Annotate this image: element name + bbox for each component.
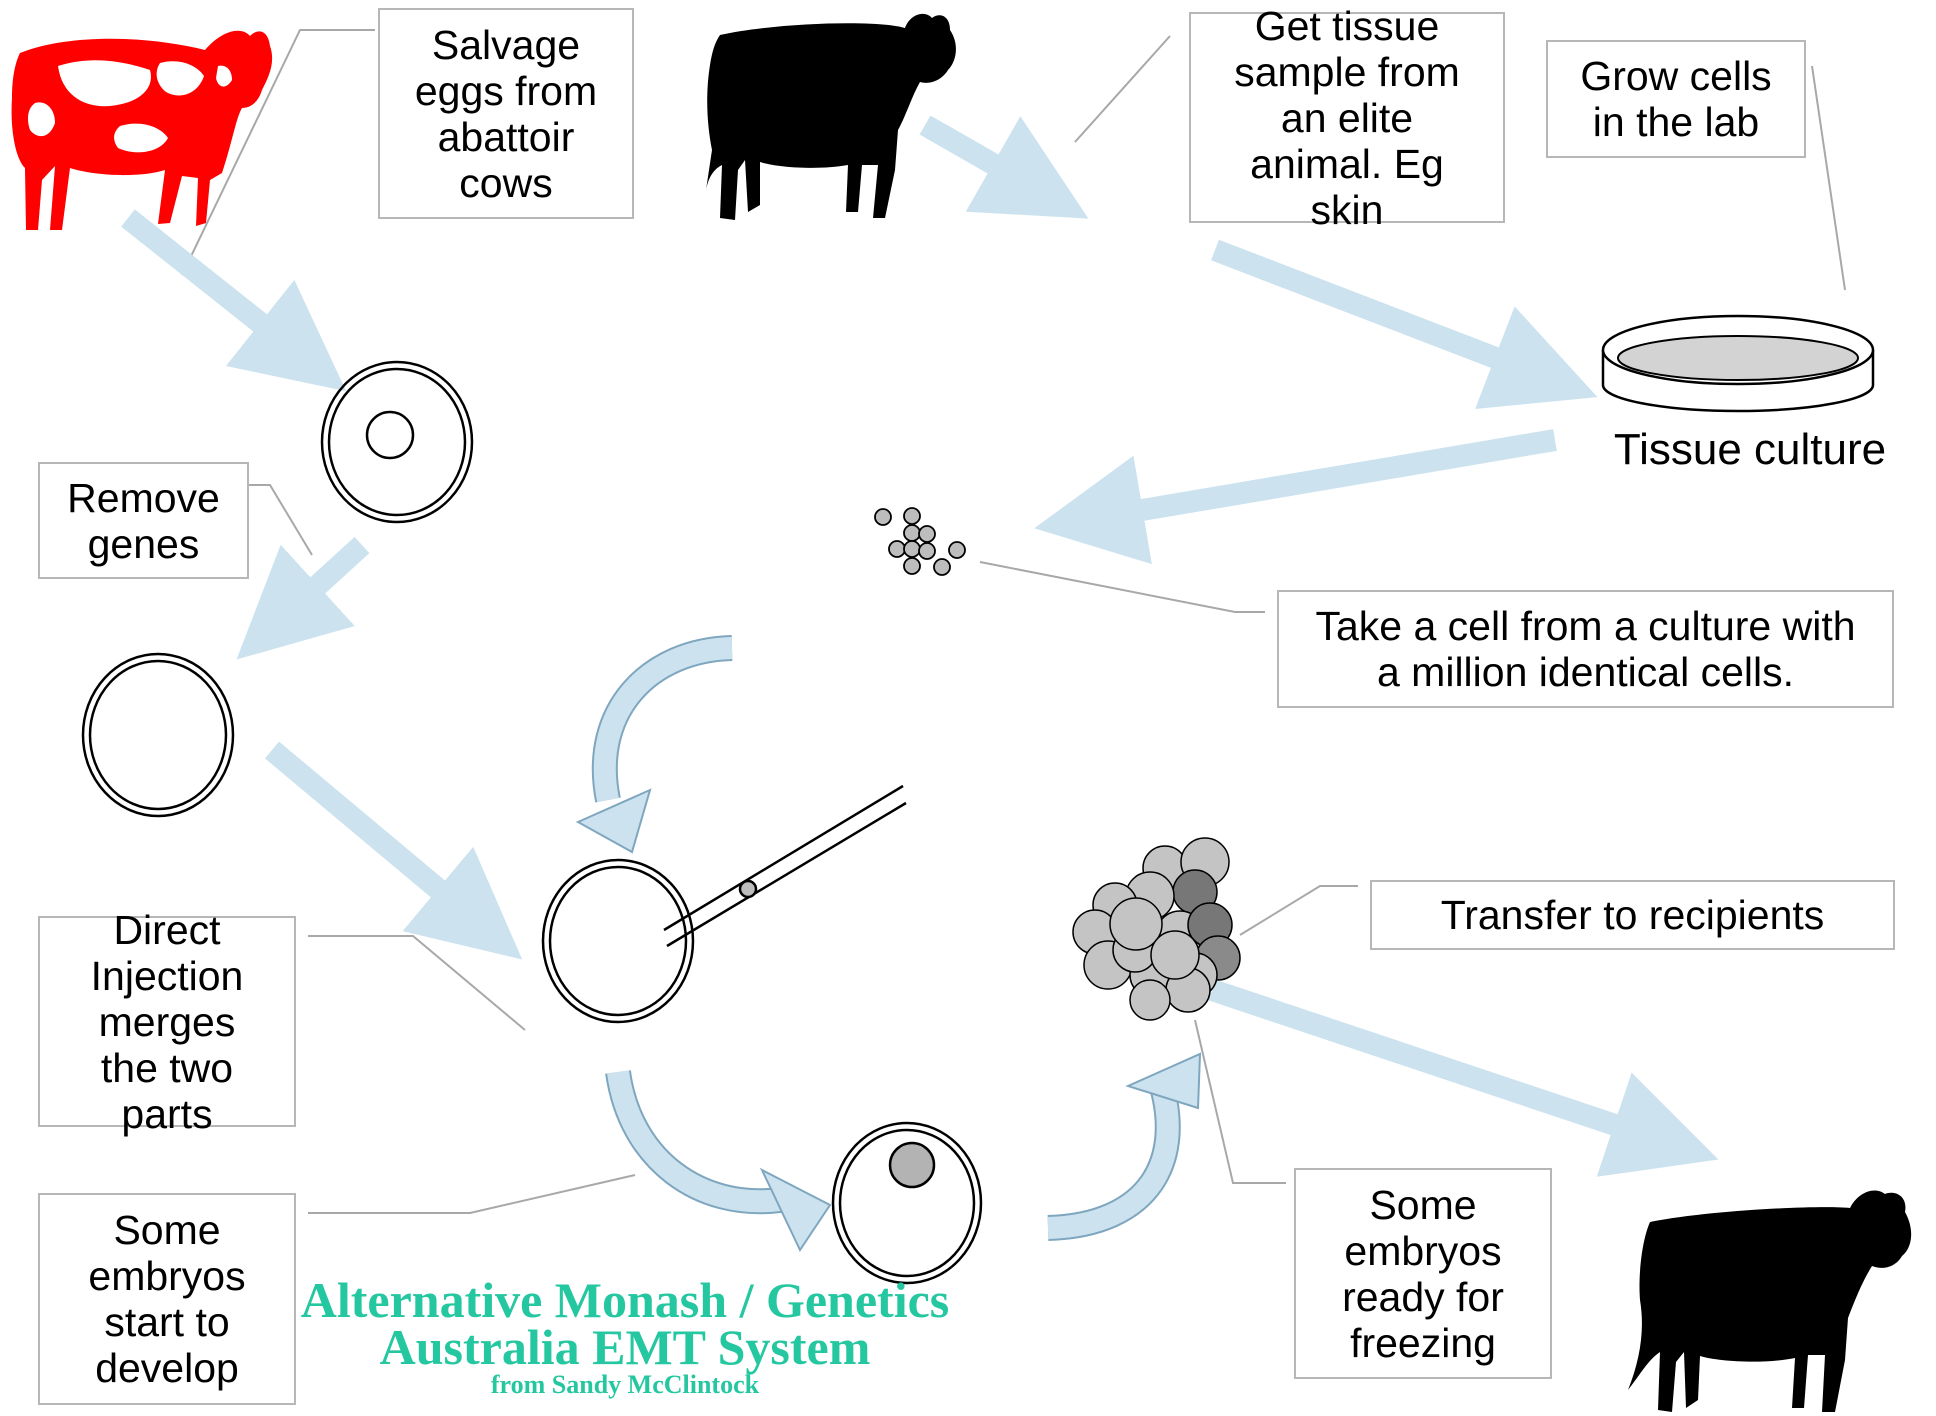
leader-tissue-sample bbox=[1075, 36, 1170, 142]
arrow-enucleated-to-injection bbox=[272, 750, 475, 920]
curved-arrow-injection-to-embryo bbox=[618, 1072, 830, 1250]
curved-arrow-embryo-to-blastocyst bbox=[1048, 1054, 1200, 1228]
micropipette-upper bbox=[664, 786, 903, 930]
leader-grow-cells bbox=[1812, 66, 1845, 290]
cell-cluster-icon bbox=[875, 508, 965, 575]
label-transfer-to-recipients: Transfer to recipients bbox=[1370, 880, 1895, 950]
black-cow-top-icon bbox=[706, 14, 956, 220]
arrow-sample-to-culture bbox=[1215, 250, 1540, 375]
arrow-blackcow-to-sample bbox=[925, 125, 1035, 188]
arrow-redcow-to-egg bbox=[128, 218, 298, 353]
label-embryos-ready-for-freezing: Some embryos ready for freezing bbox=[1294, 1168, 1552, 1379]
label-embryos-start-to-develop: Some embryos start to develop bbox=[38, 1193, 296, 1405]
label-salvage-eggs: Salvage eggs from abattoir cows bbox=[378, 8, 634, 219]
egg-with-nucleus-icon bbox=[322, 362, 472, 522]
leader-direct-injection bbox=[308, 936, 525, 1030]
label-direct-injection: Direct Injection merges the two parts bbox=[38, 916, 296, 1127]
credit-title-line1: Alternative Monash / Genetics bbox=[260, 1275, 990, 1325]
arrow-embryos-to-recipient bbox=[1212, 990, 1660, 1140]
credit-author: from Sandy McClintock bbox=[260, 1370, 990, 1400]
red-cow-icon bbox=[12, 31, 273, 230]
arrow-culture-to-cells bbox=[1095, 440, 1555, 518]
leader-take-cell bbox=[980, 562, 1265, 612]
leader-remove-genes bbox=[248, 485, 312, 555]
petri-dish-icon bbox=[1603, 316, 1873, 411]
enucleated-egg-icon bbox=[83, 654, 233, 816]
label-get-tissue-sample: Get tissue sample from an elite animal. … bbox=[1189, 12, 1505, 223]
leader-transfer bbox=[1240, 886, 1358, 935]
arrow-egg-to-enucleated bbox=[282, 545, 362, 618]
label-take-a-cell: Take a cell from a culture with a millio… bbox=[1277, 590, 1894, 708]
black-cow-bottom-icon bbox=[1628, 1190, 1911, 1412]
developing-embryo-icon bbox=[833, 1123, 981, 1283]
curved-arrow-cells-to-injection bbox=[578, 648, 732, 852]
label-grow-cells: Grow cells in the lab bbox=[1546, 40, 1806, 158]
credit-title-line2: Australia EMT System bbox=[260, 1322, 990, 1372]
leader-embryos-freezing bbox=[1195, 1020, 1286, 1183]
label-remove-genes: Remove genes bbox=[38, 462, 249, 579]
label-tissue-culture: Tissue culture bbox=[1590, 425, 1910, 480]
micropipette-lower bbox=[667, 803, 906, 946]
leader-embryos-develop bbox=[308, 1175, 635, 1213]
donor-cell-icon bbox=[740, 881, 756, 897]
